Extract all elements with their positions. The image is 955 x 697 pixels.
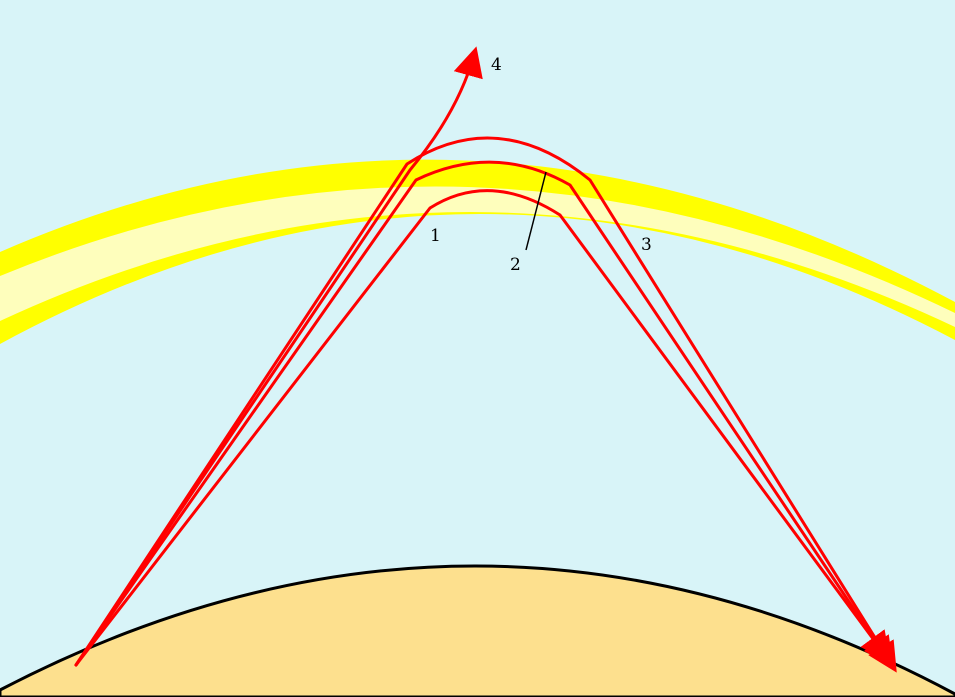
- ray-4-label: 4: [491, 55, 502, 75]
- ray-2-label: 2: [510, 255, 521, 275]
- atmosphere-layer-inner: [0, 186, 955, 327]
- earth-surface: [0, 564, 955, 697]
- ray-2: [74, 160, 894, 668]
- label-2-pointer: [525, 171, 547, 251]
- ray-4: [74, 46, 483, 667]
- ray-1-label: 1: [430, 226, 441, 246]
- ray-1: [74, 189, 891, 667]
- ray-3-label: 3: [641, 235, 652, 255]
